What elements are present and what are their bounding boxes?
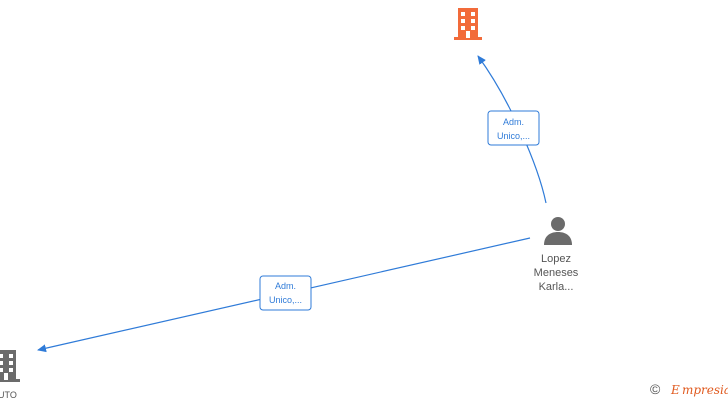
watermark-initial: E (670, 383, 680, 397)
copyright-symbol: © (650, 381, 661, 397)
person-name-line-3: Karla... (539, 281, 574, 293)
edge-label-line-1: Adm. (275, 281, 296, 291)
watermark-text: mpresia (682, 383, 728, 397)
edge-label[interactable]: Adm. Unico,... (259, 275, 312, 311)
edge-person-to-bottom-company: Adm. Unico,... (37, 237, 531, 353)
building-icon (0, 350, 20, 382)
person-node[interactable]: Lopez Meneses Karla... (534, 217, 579, 293)
edge-label-line-1: Adm. (503, 117, 524, 127)
company-node-bottom[interactable]: UTO (0, 350, 20, 400)
person-icon (544, 217, 572, 245)
building-icon (454, 8, 482, 40)
person-name-line-2: Meneses (534, 267, 579, 279)
empresia-watermark: © E mpresia (650, 381, 728, 397)
edge-person-to-top-company: Adm. Unico,... (477, 55, 547, 204)
edge-label-line-2: Unico,... (269, 295, 302, 305)
person-name-line-1: Lopez (541, 253, 571, 265)
edge-label-line-2: Unico,... (497, 131, 530, 141)
edge-label[interactable]: Adm. Unico,... (487, 110, 540, 146)
company-label: UTO (0, 390, 17, 400)
company-node-top[interactable] (454, 8, 482, 40)
